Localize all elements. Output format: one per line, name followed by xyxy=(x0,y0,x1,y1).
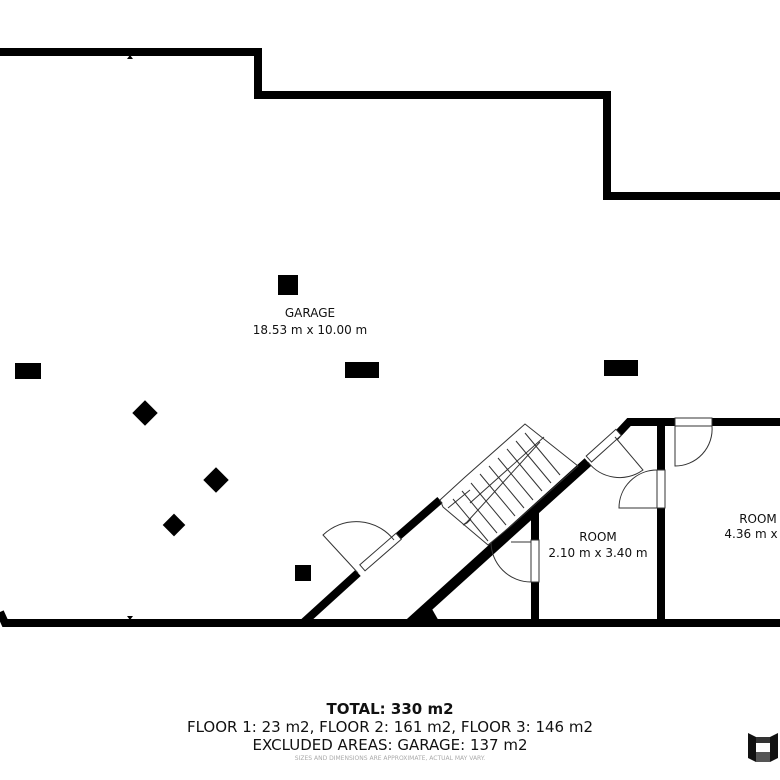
door-garage xyxy=(322,521,402,574)
garage-label: GARAGE xyxy=(285,306,335,320)
column xyxy=(345,362,379,378)
column xyxy=(278,275,298,295)
columns xyxy=(15,275,638,581)
brand-logo-icon xyxy=(748,733,778,762)
area-summary: TOTAL: 330 m2 FLOOR 1: 23 m2, FLOOR 2: 1… xyxy=(0,700,780,764)
door-diagonal xyxy=(585,428,644,479)
room-small-dimensions: 2.10 m x 3.40 m xyxy=(548,546,647,560)
excluded-areas: EXCLUDED AREAS: GARAGE: 137 m2 xyxy=(252,736,528,754)
column xyxy=(132,400,158,426)
room-right-dimensions: 4.36 m x xyxy=(724,527,777,541)
disclaimer: SIZES AND DIMENSIONS ARE APPROXIMATE, AC… xyxy=(294,755,486,762)
outer-wall-top xyxy=(0,48,780,200)
wall-corner-fill xyxy=(404,602,440,623)
room-small-label: ROOM xyxy=(579,530,617,544)
door-room-right-top xyxy=(674,417,713,467)
door-room-small xyxy=(490,539,540,583)
total-area: TOTAL: 330 m2 xyxy=(326,700,454,718)
diagonal-wall-right-a xyxy=(406,458,592,627)
walls xyxy=(0,48,780,627)
floor-areas: FLOOR 1: 23 m2, FLOOR 2: 161 m2, FLOOR 3… xyxy=(186,718,594,736)
door-room-right-side xyxy=(618,469,666,509)
garage-dimensions: 18.53 m x 10.00 m xyxy=(253,323,367,337)
column xyxy=(203,467,229,493)
column xyxy=(295,565,311,581)
dimension-markers xyxy=(127,55,133,620)
column xyxy=(604,360,638,376)
stairs xyxy=(439,423,579,546)
outer-wall-bottom xyxy=(0,610,780,627)
diagonal-wall-left-a xyxy=(300,570,361,626)
room-right-label: ROOM xyxy=(739,512,777,526)
doors xyxy=(322,417,713,583)
diagonal-wall-right-b xyxy=(612,418,675,440)
column xyxy=(162,513,186,537)
column xyxy=(15,363,41,379)
diagonal-wall-left-b xyxy=(391,496,443,544)
